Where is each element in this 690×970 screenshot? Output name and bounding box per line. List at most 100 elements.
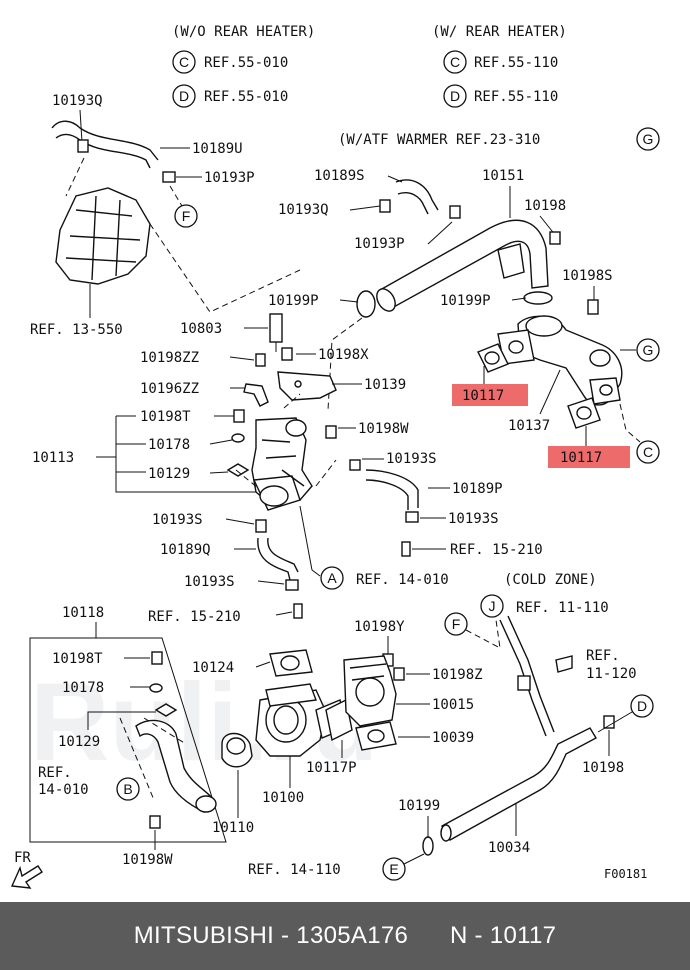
group-bracket-10113 [96, 415, 258, 493]
bolt-10198zz [255, 353, 266, 367]
d-ref-wo: REF.55-010 [204, 89, 288, 105]
clamp-10193p [162, 171, 176, 183]
bolt-10198 [549, 231, 561, 245]
label-ref-11-120-1: REF. [586, 648, 620, 664]
callout-d-bottom[interactable]: D [630, 694, 654, 718]
washer-10178-b [149, 683, 163, 693]
label-10198t-b: 10198T [52, 651, 103, 667]
label-10193q: 10193Q [52, 93, 103, 109]
label-10193s-a: 10193S [386, 451, 437, 467]
callout-c-w[interactable]: C [443, 50, 467, 74]
callout-j[interactable]: J [480, 594, 504, 618]
callout-c-right[interactable]: C [636, 440, 660, 464]
callout-g-top[interactable]: G [636, 127, 660, 151]
svg-text:D: D [179, 88, 189, 104]
label-10151: 10151 [482, 168, 524, 184]
label-ref-11-120-2: 11-120 [586, 666, 637, 682]
label-10189s: 10189S [314, 168, 365, 184]
footer-part-info: MITSUBISHI - 1305A176 N - 10117 [133, 922, 557, 949]
label-10198s: 10198S [562, 268, 613, 284]
footer-bar: MITSUBISHI - 1305A176 N - 10117 [0, 902, 690, 970]
clamp-10193s-d [285, 579, 299, 591]
callout-a[interactable]: A [320, 566, 344, 590]
bolt-10198w-b [149, 815, 161, 829]
water-pipe-10034 [441, 727, 597, 841]
svg-text:F: F [452, 616, 461, 632]
label-10193p-mid: 10193P [354, 236, 405, 252]
c-ref-wo: REF.55-010 [204, 55, 288, 71]
gasket-10129 [226, 463, 250, 477]
box-10118 [29, 637, 227, 843]
label-10034: 10034 [488, 840, 530, 856]
callout-d-wo[interactable]: D [172, 84, 196, 108]
callout-e[interactable]: E [382, 857, 406, 881]
label-10015: 10015 [432, 697, 474, 713]
engine-block-ref [55, 187, 151, 285]
label-10199p-right: 10199P [440, 293, 491, 309]
label-10199p-left: 10199P [268, 293, 319, 309]
parts-diagram: Ruli.ru (W/O REAR HEATER) (W/ REAR HEATE… [10, 24, 660, 889]
label-10129: 10129 [148, 466, 190, 482]
label-ref-14-010-b1: REF. [38, 765, 72, 781]
hose-10189p [365, 469, 419, 510]
label-10137: 10137 [508, 418, 550, 434]
header-wo-rear-heater: (W/O REAR HEATER) [172, 24, 315, 40]
callout-d-w[interactable]: D [443, 84, 467, 108]
atf-warmer-ref: (W/ATF WARMER REF.23-310 [338, 132, 540, 148]
label-ref-15-210-b: REF. 15-210 [148, 609, 241, 625]
callout-g-right[interactable]: G [636, 338, 660, 362]
figure-code: F00181 [604, 867, 647, 881]
front-arrow-icon [10, 865, 43, 889]
callout-f-bottom[interactable]: F [444, 612, 468, 636]
bolt-10198-b [603, 715, 615, 729]
svg-text:C: C [450, 54, 460, 70]
label-10129-b: 10129 [58, 734, 100, 750]
svg-text:C: C [179, 54, 189, 70]
label-10117-a[interactable]: 10117 [462, 388, 504, 404]
svg-text:G: G [643, 342, 654, 358]
label-10198y: 10198Y [354, 619, 405, 635]
callout-f-top[interactable]: F [174, 204, 198, 228]
label-10189q: 10189Q [160, 542, 211, 558]
label-10193s-d: 10193S [184, 574, 235, 590]
label-ref-13-550: REF. 13-550 [30, 322, 123, 338]
clamp-10193s-a [349, 459, 361, 471]
label-10198w-b: 10198W [122, 852, 173, 868]
label-10100: 10100 [262, 790, 304, 806]
bracket-10139 [277, 371, 337, 401]
label-ref-14-010-a: REF. 14-010 [356, 572, 449, 588]
svg-text:F: F [182, 208, 191, 224]
label-10118: 10118 [62, 605, 104, 621]
label-10198z: 10198Z [432, 667, 483, 683]
clamp-10193s-c [255, 519, 267, 533]
label-ref-15-210-a: REF. 15-210 [450, 542, 543, 558]
c-ref-w: REF.55-110 [474, 55, 558, 71]
label-10039: 10039 [432, 730, 474, 746]
svg-text:D: D [450, 88, 460, 104]
highlight-10117-a [452, 384, 528, 406]
water-pipe-10151 [378, 219, 549, 309]
clamp-10193p-mid [449, 205, 461, 219]
label-ref-14-110: REF. 14-110 [248, 862, 341, 878]
label-fr: FR [14, 850, 31, 866]
svg-text:B: B [123, 781, 132, 797]
label-10198-b: 10198 [582, 760, 624, 776]
callout-c-wo[interactable]: C [172, 50, 196, 74]
label-10193s-b: 10193S [448, 511, 499, 527]
bolt-10198t-b [151, 651, 163, 665]
label-10189p: 10189P [452, 481, 503, 497]
label-10113: 10113 [32, 450, 74, 466]
ref-15-210-stud-b [293, 603, 303, 619]
hose-10189u [51, 120, 159, 169]
clamp-10193q-mid [379, 199, 391, 213]
label-10117-b[interactable]: 10117 [560, 450, 602, 466]
label-10124: 10124 [192, 660, 234, 676]
label-10193q-mid: 10193Q [278, 202, 329, 218]
header-w-rear-heater: (W/ REAR HEATER) [432, 24, 567, 40]
label-10198zz: 10198ZZ [140, 350, 199, 366]
bolt-10198s [587, 299, 599, 315]
label-10199: 10199 [398, 798, 440, 814]
oring-10199 [422, 836, 434, 856]
svg-text:J: J [489, 598, 496, 614]
callout-b[interactable]: B [116, 777, 140, 801]
